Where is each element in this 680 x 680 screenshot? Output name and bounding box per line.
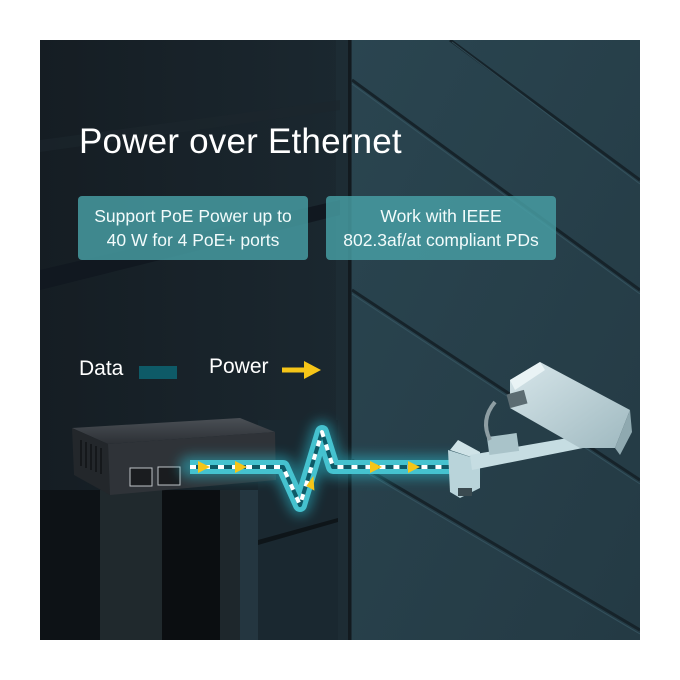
page-title: Power over Ethernet (79, 122, 402, 161)
ip-camera-icon (448, 362, 632, 498)
legend-power-label: Power (209, 355, 269, 378)
feature-text-line: 802.3af/at compliant PDs (343, 230, 539, 250)
legend-data-label: Data (79, 357, 124, 380)
power-arrow-icon (282, 360, 322, 380)
poe-illustration (72, 362, 632, 516)
power-flow-arrows (198, 461, 420, 491)
feature-text-line: 40 W for 4 PoE+ ports (106, 230, 280, 250)
feature-box-ieee-compliance: Work with IEEE 802.3af/at compliant PDs (326, 196, 556, 260)
feature-box-poe-power: Support PoE Power up to 40 W for 4 PoE+ … (78, 196, 308, 260)
feature-text-line: Support PoE Power up to (94, 206, 292, 226)
poe-banner: Power over Ethernet Support PoE Power up… (40, 40, 640, 640)
data-swatch-icon (139, 366, 177, 379)
feature-text-line: Work with IEEE (380, 206, 502, 226)
